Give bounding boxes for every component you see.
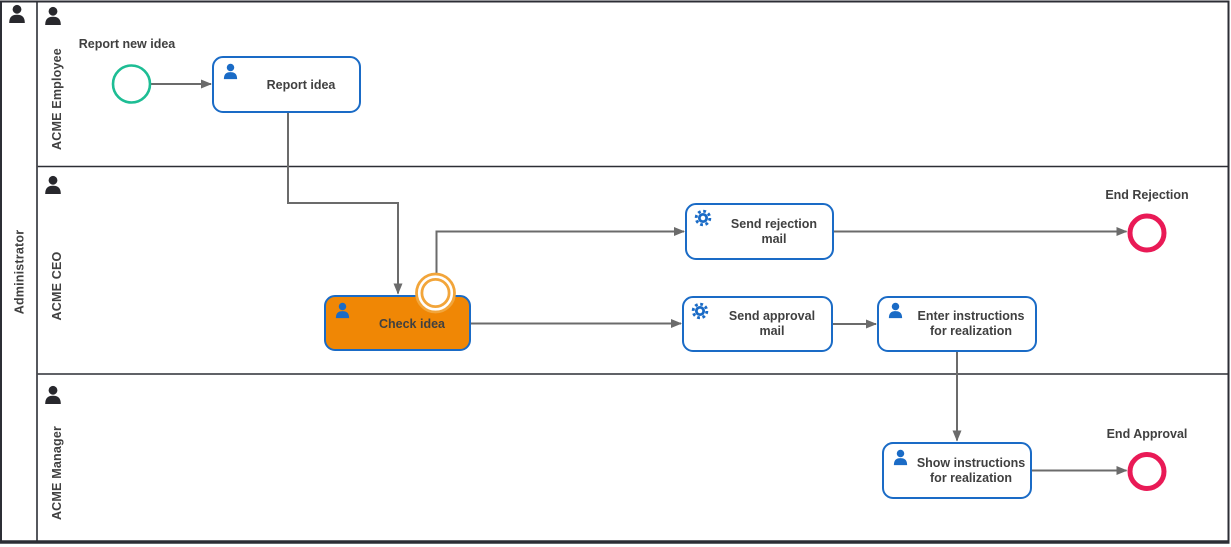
task-label-line2: mail [759,324,784,338]
task-label-line1: Send rejection [731,217,817,231]
task-report-idea[interactable]: Report idea [212,56,361,113]
end-event-rejection[interactable] [1127,213,1167,253]
task-label: Report idea [267,78,337,92]
start-event[interactable] [111,64,152,104]
task-label-line1: Enter instructions [918,309,1025,323]
task-show-instructions[interactable]: Show instructions for realization [882,442,1032,499]
task-label-line1: Send approval [729,309,815,323]
end-approval-label: End Approval [1107,427,1188,441]
task-label-line2: mail [761,232,786,246]
task-send-rejection-mail[interactable]: Send rejection mail [685,203,834,260]
flow-boundary-to-send-rejection [435,227,685,274]
task-send-approval-mail[interactable]: Send approval mail [682,296,833,352]
end-event-approval[interactable] [1127,452,1167,491]
task-label: Check idea [379,317,446,331]
lane-label-acme-ceo: ACME CEO [50,251,64,320]
task-enter-instructions[interactable]: Enter instructions for realization [877,296,1037,352]
task-label-line1: Show instructions [917,456,1025,470]
end-rejection-label: End Rejection [1105,188,1188,202]
flow-report-idea-to-check-idea [287,112,403,295]
pool-label: Administrator [13,230,27,315]
boundary-event[interactable] [415,272,456,314]
lane-label-acme-manager: ACME Manager [50,426,64,520]
task-label-line2: for realization [930,324,1012,338]
task-label-line2: for realization [930,471,1012,485]
start-event-label: Report new idea [79,37,177,51]
lane-label-acme-employee: ACME Employee [50,48,64,150]
